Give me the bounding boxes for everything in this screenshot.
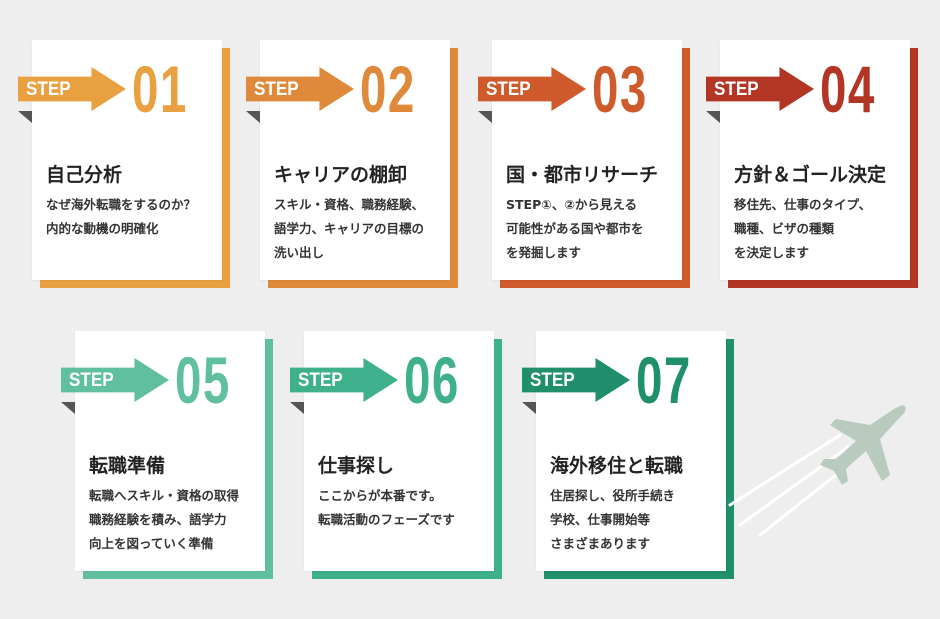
- step-label: STEP: [486, 79, 531, 100]
- step-number: 07: [636, 343, 692, 417]
- description-line: 内的な動機の明確化: [46, 221, 159, 236]
- description-line: さまざまあります: [550, 536, 651, 551]
- airplane-silhouette: [820, 405, 906, 485]
- step-arrow-icon: STEP: [246, 67, 354, 123]
- step-card-07: STEP 07 海外移住と転職 住居探し、役所手続き 学校、仕事開始等 さまざま…: [522, 331, 734, 579]
- description-line: STEP①、②から見える: [506, 197, 638, 212]
- description-line: 可能性がある国や都市を: [506, 221, 644, 236]
- step-description: 住居探し、役所手続き 学校、仕事開始等 さまざまあります: [550, 484, 675, 556]
- step-number: 01: [132, 52, 188, 126]
- step-title: 方針＆ゴール決定: [734, 164, 887, 186]
- description-line: 語学力、キャリアの目標の: [274, 221, 425, 236]
- contrail-lines: [728, 433, 858, 537]
- step-title: 仕事探し: [318, 455, 395, 477]
- step-arrow-icon: STEP: [290, 358, 398, 414]
- step-description: ここからが本番です。 転職活動のフェーズです: [318, 484, 455, 532]
- step-description: STEP①、②から見える 可能性がある国や都市を を発掘します: [506, 193, 644, 265]
- step-card-04: STEP 04 方針＆ゴール決定 移住先、仕事のタイプ、 職種、ビザの種類 を決…: [706, 40, 918, 288]
- step-label: STEP: [530, 370, 575, 391]
- step-card-03: STEP 03 国・都市リサーチ STEP①、②から見える 可能性がある国や都市…: [478, 40, 690, 288]
- step-label: STEP: [714, 79, 759, 100]
- step-label: STEP: [254, 79, 299, 100]
- step-title: 自己分析: [46, 164, 123, 186]
- description-line: 職務経験を積み、語学力: [89, 512, 227, 527]
- step-arrow-icon: STEP: [522, 358, 630, 414]
- step-description: スキル・資格、職務経験、 語学力、キャリアの目標の 洗い出し: [274, 193, 424, 265]
- step-arrow-icon: STEP: [478, 67, 586, 123]
- step-title: 海外移住と転職: [550, 455, 684, 477]
- step-card-06: STEP 06 仕事探し ここからが本番です。 転職活動のフェーズです: [290, 331, 502, 579]
- airplane-icon: [728, 405, 906, 537]
- description-line: 向上を図っていく準備: [89, 536, 214, 551]
- description-line: 学校、仕事開始等: [550, 512, 651, 527]
- description-line: 転職活動のフェーズです: [318, 512, 455, 527]
- step-description: なぜ海外転職をするのか？ 内的な動機の明確化: [46, 193, 196, 241]
- step-number: 05: [175, 343, 231, 417]
- step-label: STEP: [298, 370, 343, 391]
- step-label: STEP: [69, 370, 114, 391]
- description-line: 洗い出し: [274, 245, 325, 260]
- step-description: 転職へスキル・資格の取得 職務経験を積み、語学力 向上を図っていく準備: [89, 484, 239, 556]
- step-card-02: STEP 02 キャリアの棚卸 スキル・資格、職務経験、 語学力、キャリアの目標…: [246, 40, 458, 288]
- step-title: 国・都市リサーチ: [506, 164, 659, 186]
- step-description: 移住先、仕事のタイプ、 職種、ビザの種類 を決定します: [734, 193, 871, 265]
- step-title: キャリアの棚卸: [274, 164, 408, 186]
- description-line: ここからが本番です。: [318, 488, 442, 503]
- description-line: 移住先、仕事のタイプ、: [734, 197, 872, 212]
- description-line: を決定します: [734, 245, 810, 260]
- description-line: なぜ海外転職をするのか？: [46, 197, 197, 212]
- step-title: 転職準備: [89, 455, 166, 477]
- description-line: 職種、ビザの種類: [734, 221, 835, 236]
- description-line: を発掘します: [506, 245, 582, 260]
- description-line: 住居探し、役所手続き: [550, 488, 676, 503]
- step-number: 04: [820, 52, 876, 126]
- step-card-01: STEP 01 自己分析 なぜ海外転職をするのか？ 内的な動機の明確化: [18, 40, 230, 288]
- step-arrow-icon: STEP: [18, 67, 126, 123]
- step-arrow-icon: STEP: [706, 67, 814, 123]
- step-number: 02: [360, 52, 416, 126]
- step-number: 06: [404, 343, 460, 417]
- step-label: STEP: [26, 79, 71, 100]
- step-number: 03: [592, 52, 648, 126]
- description-line: 転職へスキル・資格の取得: [89, 488, 240, 503]
- description-line: スキル・資格、職務経験、: [274, 197, 425, 212]
- step-card-05: STEP 05 転職準備 転職へスキル・資格の取得 職務経験を積み、語学力 向上…: [61, 331, 273, 579]
- step-arrow-icon: STEP: [61, 358, 169, 414]
